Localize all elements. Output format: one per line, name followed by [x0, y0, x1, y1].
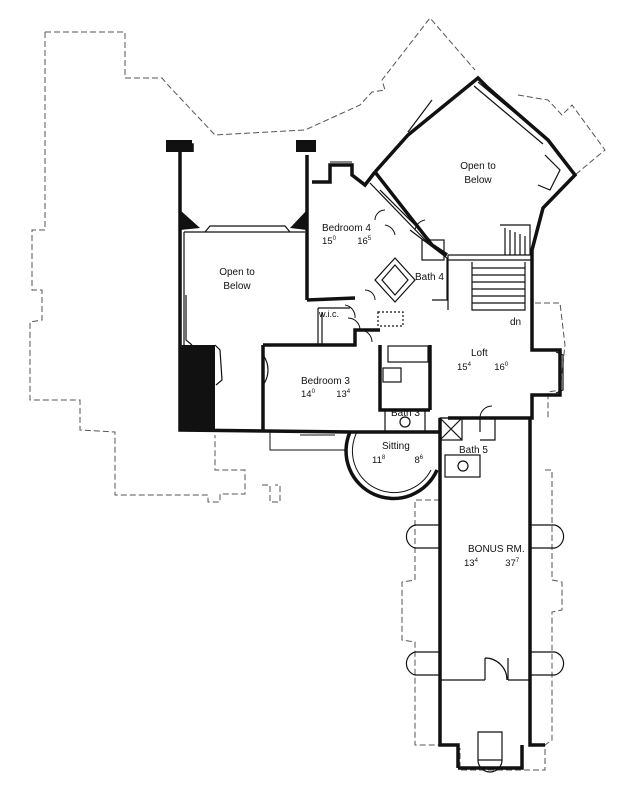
- bath4-label: Bath 4: [415, 272, 444, 283]
- sitting-bay: [344, 431, 439, 501]
- bedroom4-label: Bedroom 4 150 165: [322, 223, 372, 247]
- bath3-label: Bath 3: [391, 408, 420, 419]
- bath5-label: Bath 5: [459, 445, 488, 456]
- interior-walls: [183, 81, 565, 773]
- loft-label: Loft 154 160: [457, 348, 509, 373]
- open-to-below-left-label: Open to Below: [219, 267, 255, 292]
- bonus-room-label: BONUS RM. 134 377: [464, 544, 525, 569]
- bedroom3-label: Bedroom 3 140 134: [301, 376, 351, 400]
- sitting-label: Sitting 118 86: [372, 441, 424, 466]
- window-frames: [269, 161, 352, 451]
- exterior-walls: [178, 75, 578, 770]
- open-to-below-right-label: Open to Below: [460, 161, 496, 186]
- wic-label: w.i.c.: [319, 309, 340, 319]
- door-swings: [344, 209, 493, 419]
- dn-label: dn: [510, 317, 522, 328]
- solid-masonry: [166, 140, 316, 430]
